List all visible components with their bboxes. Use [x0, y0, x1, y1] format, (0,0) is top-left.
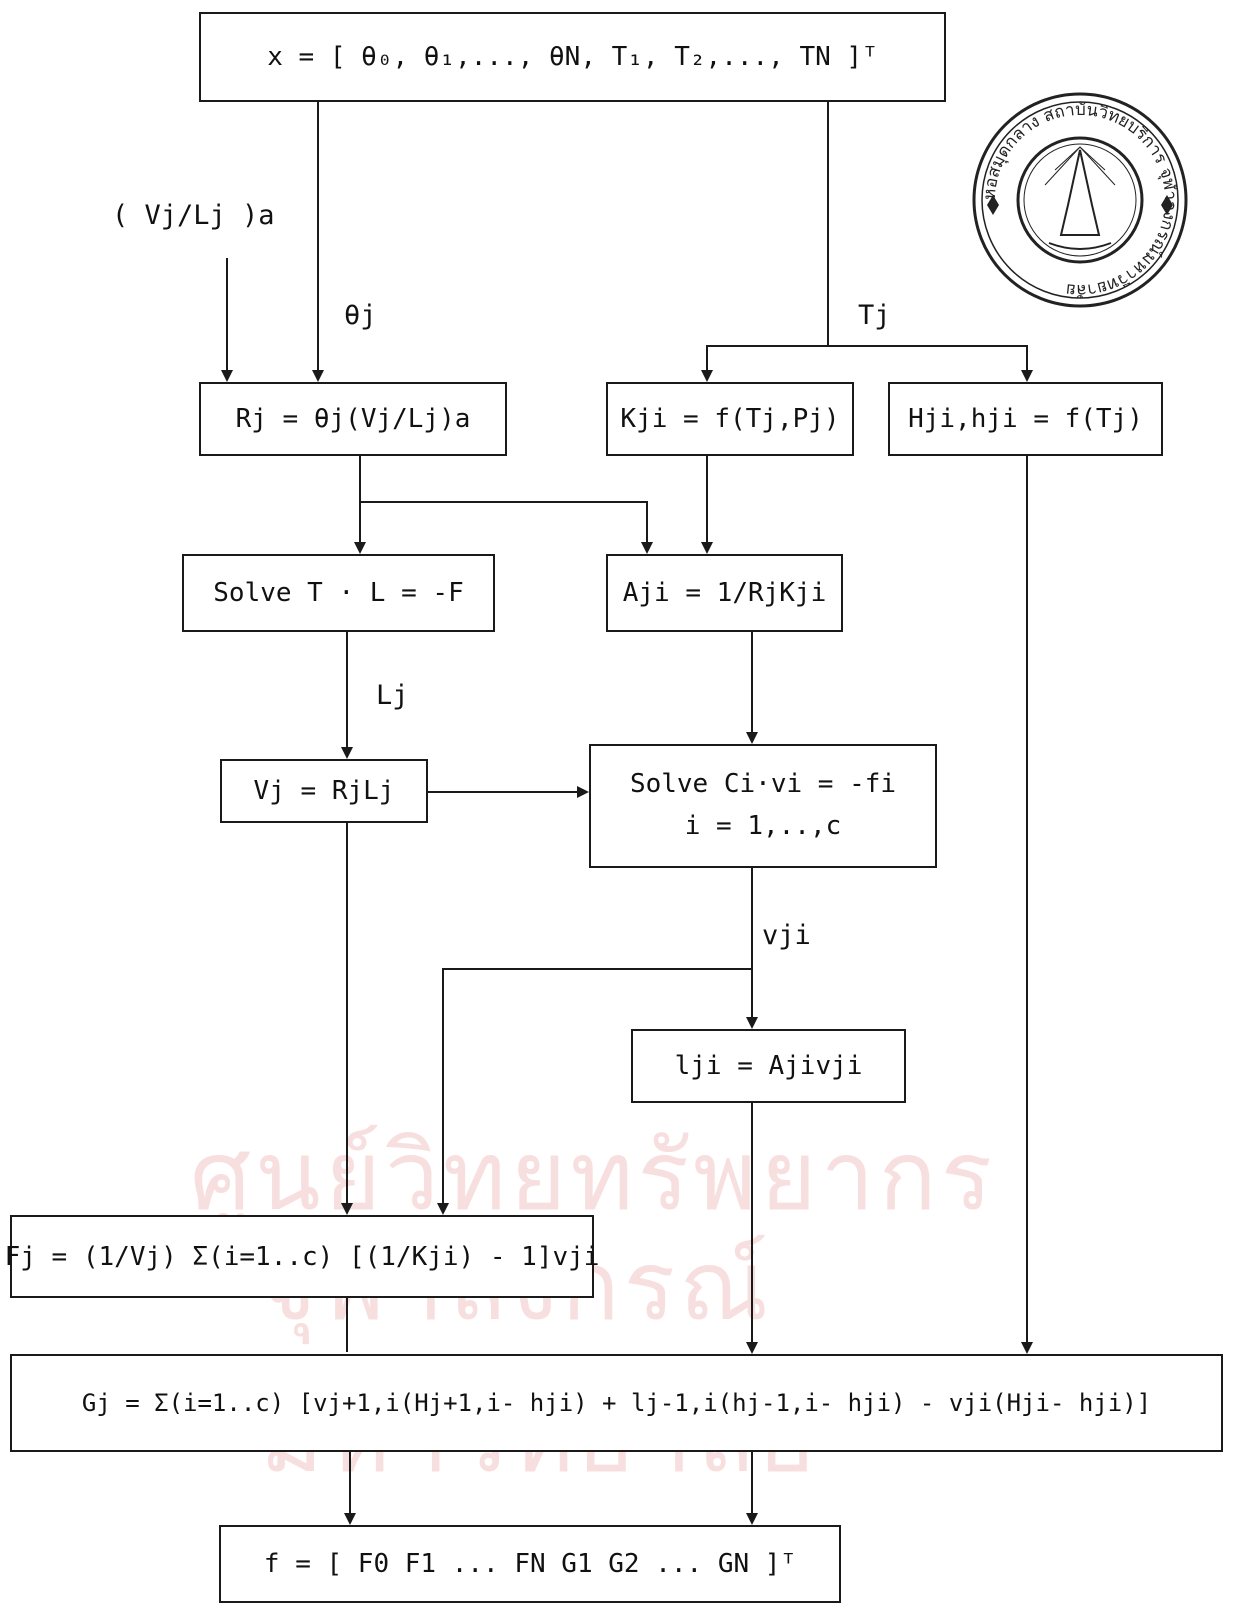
solve-tl-box: Solve T · L = -F [182, 554, 495, 632]
vector-x-equation: x = [ θ₀, θ₁,..., θN, T₁, T₂,..., TN ]ᵀ [267, 42, 878, 72]
k-equation-box: Kji = f(Tj,Pj) [606, 382, 854, 456]
h-equation: Hji,hji = f(Tj) [908, 404, 1143, 434]
seal-text: หอสมุดกลาง สถาบันวิทยบริการ จุฬาลงกรณ์มห… [980, 100, 1180, 300]
solve-tl-equation: Solve T · L = -F [213, 578, 464, 608]
a-equation: Aji = 1/RjKji [622, 578, 827, 608]
v-ji-label: vji [762, 920, 811, 951]
library-seal-stamp: หอสมุดกลาง สถาบันวิทยบริการ จุฬาลงกรณ์มห… [972, 92, 1188, 308]
v-equation: Vj = RjLj [253, 776, 395, 806]
t-j-label: Tj [858, 300, 891, 331]
vector-x-box: x = [ θ₀, θ₁,..., θN, T₁, T₂,..., TN ]ᵀ [199, 12, 946, 102]
f-equation: Fj = (1/Vj) Σ(i=1..c) [(1/Kji) - 1]vji [4, 1241, 600, 1272]
input-ratio-label: ( Vj/Lj )a [112, 200, 275, 231]
a-equation-box: Aji = 1/RjKji [606, 554, 843, 632]
k-equation: Kji = f(Tj,Pj) [620, 404, 840, 434]
v-equation-box: Vj = RjLj [220, 759, 428, 823]
l-equation: lji = Ajivji [674, 1051, 863, 1081]
f-equation-box: Fj = (1/Vj) Σ(i=1..c) [(1/Kji) - 1]vji [5, 1215, 599, 1298]
r-equation: Rj = θj(Vj/Lj)a [235, 404, 471, 434]
g-equation-box: Gj = Σ(i=1..c) [vj+1,i(Hj+1,i- hji) + lj… [10, 1354, 1223, 1452]
l-j-label: Lj [376, 680, 409, 711]
r-equation-box: Rj = θj(Vj/Lj)a [199, 382, 507, 456]
theta-j-label: θj [344, 300, 377, 331]
vector-f-equation: f = [ F0 F1 ... FN G1 G2 ... GN ]ᵀ [263, 1549, 797, 1579]
g-equation: Gj = Σ(i=1..c) [vj+1,i(Hj+1,i- hji) + lj… [81, 1389, 1152, 1417]
l-equation-box: lji = Ajivji [631, 1029, 906, 1103]
h-equation-box: Hji,hji = f(Tj) [888, 382, 1163, 456]
solve-cv-equation: Solve Ci·vi = -fi [629, 769, 897, 800]
solve-cv-range: i = 1,..,c [684, 811, 842, 841]
vector-f-box: f = [ F0 F1 ... FN G1 G2 ... GN ]ᵀ [219, 1525, 841, 1603]
solve-cv-box: Solve Ci·vi = -fi i = 1,..,c [589, 744, 937, 868]
